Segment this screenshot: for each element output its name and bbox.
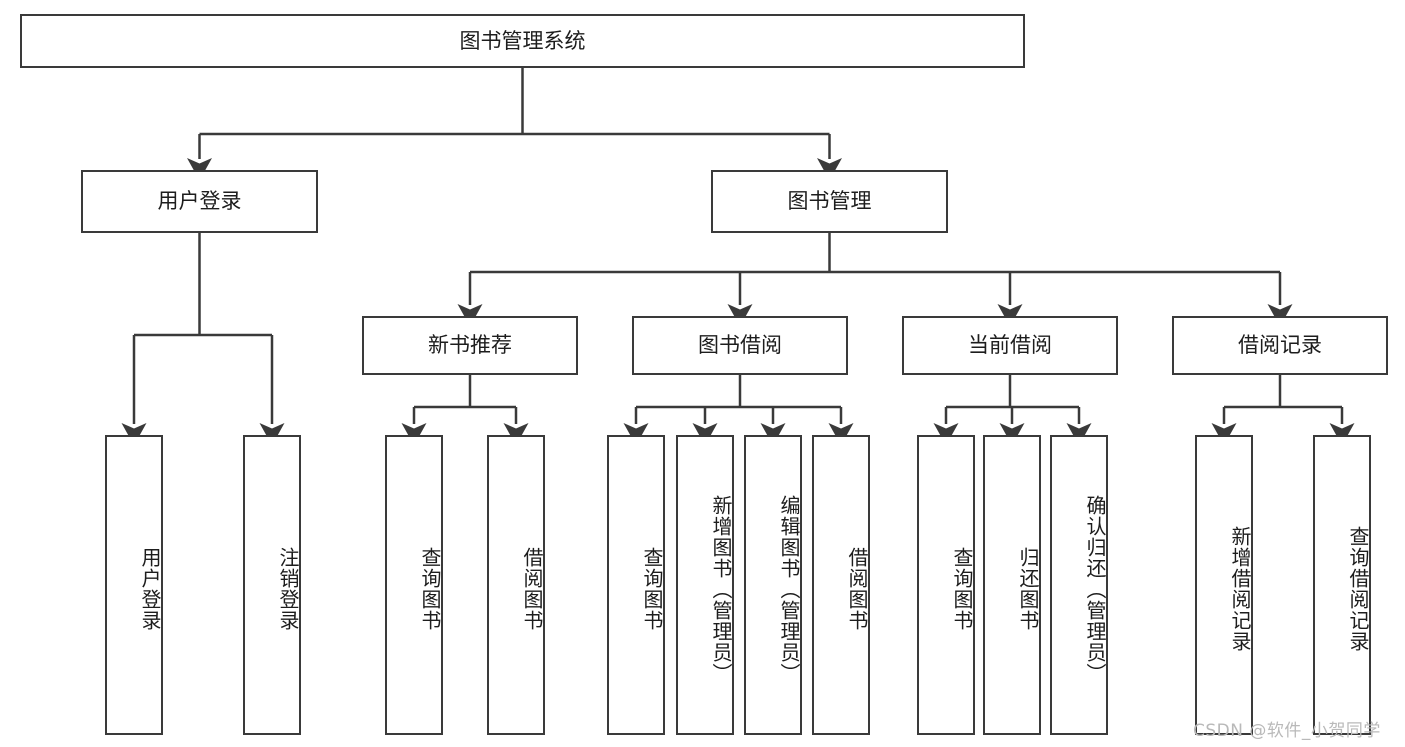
node-label: 图书借阅 bbox=[698, 333, 782, 358]
leaf-leaf-add-record: 新增借阅记录 bbox=[1195, 435, 1253, 735]
csdn-watermark: CSDN @软件_小贺同学 bbox=[1193, 721, 1381, 741]
leaf-leaf-add-book: 新增图书（管理员） bbox=[676, 435, 734, 735]
node-label: 图书管理 bbox=[787, 189, 872, 214]
leaf-leaf-logout: 注销登录 bbox=[243, 435, 301, 735]
node-label: 查询借阅记录 bbox=[1346, 526, 1370, 652]
node-root: 图书管理系统 bbox=[20, 14, 1025, 68]
node-user-login: 用户登录 bbox=[81, 170, 318, 233]
leaf-leaf-query-book-3: 查询图书 bbox=[917, 435, 975, 735]
node-book-manage: 图书管理 bbox=[711, 170, 948, 233]
node-label: 新增借阅记录 bbox=[1228, 526, 1252, 652]
node-label: 借阅记录 bbox=[1238, 333, 1322, 358]
leaf-leaf-return-book: 归还图书 bbox=[983, 435, 1041, 735]
leaf-leaf-query-book-1: 查询图书 bbox=[385, 435, 443, 735]
leaf-leaf-borrow-book-2: 借阅图书 bbox=[812, 435, 870, 735]
node-label: 用户登录 bbox=[157, 189, 242, 214]
node-book-borrow: 图书借阅 bbox=[632, 316, 848, 375]
leaf-leaf-edit-book: 编辑图书（管理员） bbox=[744, 435, 802, 735]
leaf-leaf-borrow-book-1: 借阅图书 bbox=[487, 435, 545, 735]
node-new-book-rec: 新书推荐 bbox=[362, 316, 578, 375]
node-label: 新增图书（管理员） bbox=[709, 494, 733, 684]
node-label: 查询图书 bbox=[950, 547, 974, 631]
node-label: 图书管理系统 bbox=[459, 28, 586, 53]
node-label: 借阅图书 bbox=[520, 547, 544, 631]
node-label: 当前借阅 bbox=[968, 333, 1052, 358]
node-label: 确认归还（管理员） bbox=[1083, 494, 1107, 684]
node-label: 新书推荐 bbox=[428, 333, 512, 358]
node-label: 查询图书 bbox=[418, 547, 442, 631]
leaf-leaf-confirm-return: 确认归还（管理员） bbox=[1050, 435, 1108, 735]
node-label: 注销登录 bbox=[276, 547, 300, 631]
node-current-borrow: 当前借阅 bbox=[902, 316, 1118, 375]
node-label: 借阅图书 bbox=[845, 547, 869, 631]
leaf-leaf-query-book-2: 查询图书 bbox=[607, 435, 665, 735]
leaf-leaf-user-login: 用户登录 bbox=[105, 435, 163, 735]
node-label: 用户登录 bbox=[138, 547, 162, 631]
node-label: 归还图书 bbox=[1016, 547, 1040, 631]
node-label: 编辑图书（管理员） bbox=[777, 494, 801, 684]
node-label: 查询图书 bbox=[640, 547, 664, 631]
node-borrow-record: 借阅记录 bbox=[1172, 316, 1388, 375]
leaf-leaf-query-record: 查询借阅记录 bbox=[1313, 435, 1371, 735]
